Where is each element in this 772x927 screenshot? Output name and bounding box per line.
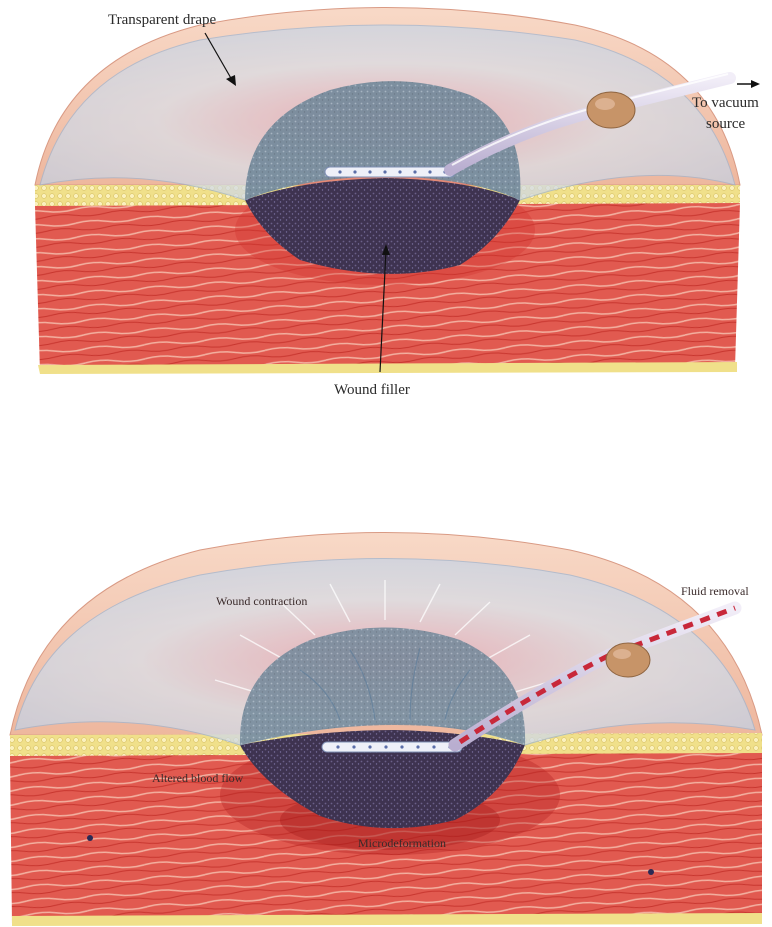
panel-top-setup: Transparent drape Wound filler To vacuum… [0, 0, 772, 420]
label-microdeformation: Microdeformation [358, 837, 446, 851]
wound-cross-section-bottom [0, 520, 772, 927]
label-fluid-removal: Fluid removal [681, 585, 749, 599]
panel-bottom-effects: Wound contraction Fluid removal Altered … [0, 520, 772, 927]
label-transparent-drape: Transparent drape [108, 12, 216, 29]
tube-connector [587, 92, 635, 128]
label-wound-contraction: Wound contraction [216, 595, 307, 609]
label-vacuum-line1: To vacuum [692, 95, 759, 112]
suction-pad [325, 167, 455, 177]
wound-cross-section-top [0, 0, 772, 420]
label-vacuum-line2: source [706, 116, 745, 133]
label-altered-blood-flow: Altered blood flow [152, 772, 243, 786]
tube-connector [606, 643, 650, 677]
label-wound-filler: Wound filler [334, 382, 410, 399]
suction-pad [322, 742, 462, 752]
